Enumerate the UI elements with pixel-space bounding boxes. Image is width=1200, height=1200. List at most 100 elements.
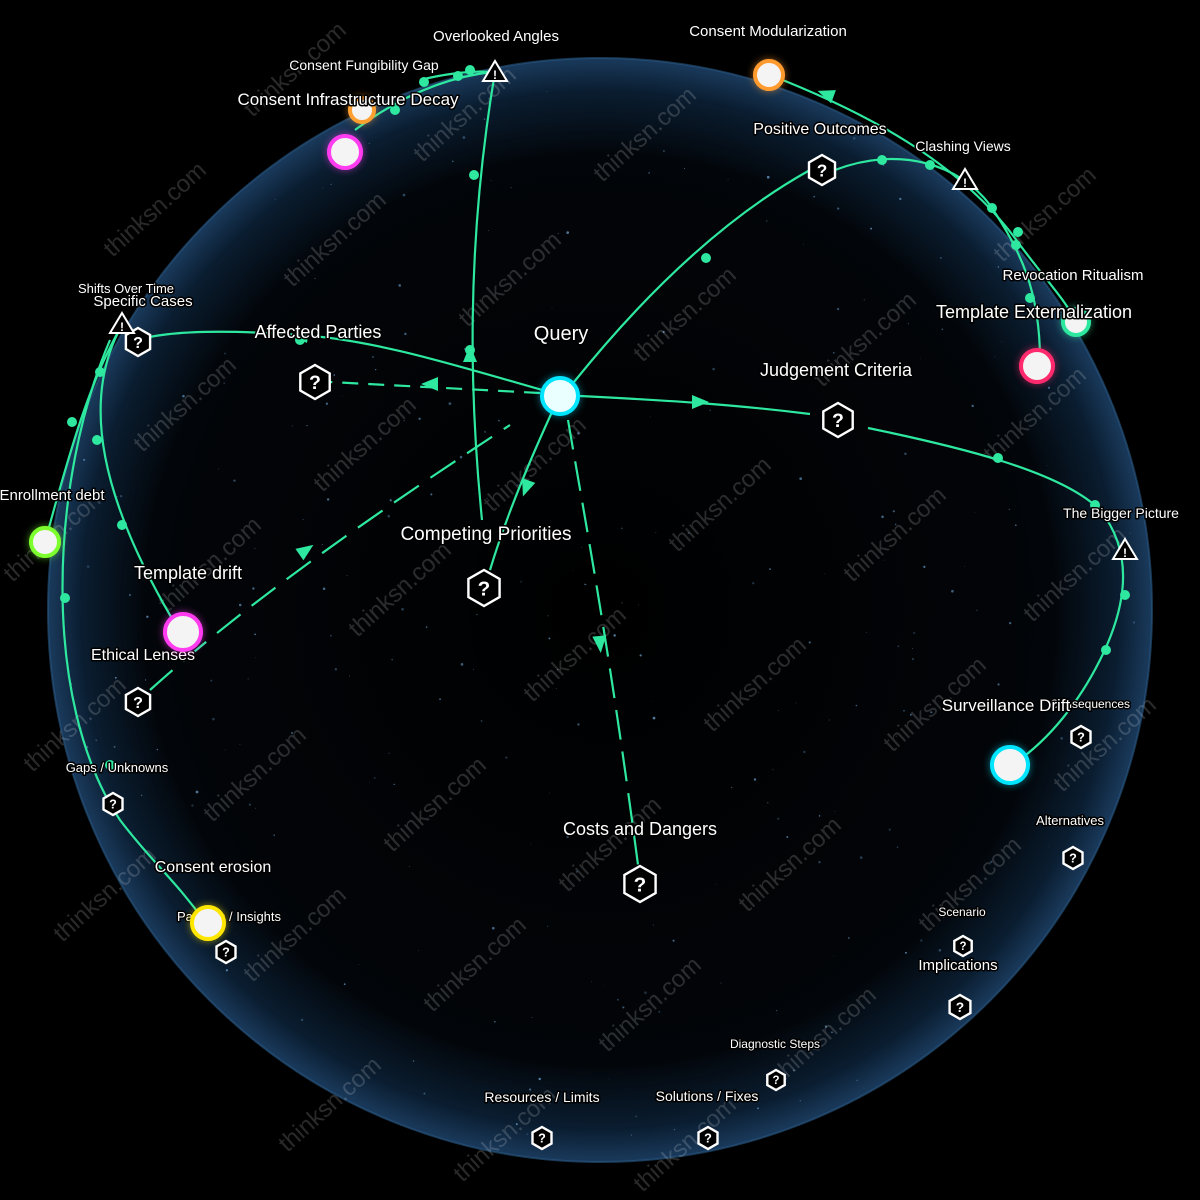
edge-dot bbox=[701, 253, 711, 263]
question-hex-icon bbox=[102, 791, 124, 817]
warning-triangle-icon bbox=[1111, 537, 1139, 560]
edge-dot bbox=[117, 520, 127, 530]
sphere-rim bbox=[47, 57, 1153, 1163]
star-field bbox=[69, 91, 1135, 1136]
concept-node-c-modular[interactable]: Consent Modularization bbox=[688, 22, 848, 91]
concept-node-c-surveillance[interactable]: Surveillance Drift bbox=[940, 695, 1072, 785]
question-hex-icon bbox=[215, 939, 237, 965]
question-hex-icon bbox=[299, 363, 331, 401]
warning-node-clashing[interactable]: !Clashing Views bbox=[914, 137, 1012, 190]
concept-circle[interactable] bbox=[29, 526, 61, 558]
question-hex-icon bbox=[807, 153, 837, 187]
concept-node-c-fungibility[interactable]: Consent Fungibility Gap bbox=[288, 56, 441, 75]
category-node-diagnostic[interactable]: ?Diagnostic Steps bbox=[728, 1036, 822, 1092]
concept-circle[interactable] bbox=[753, 59, 785, 91]
question-mark-glyph: ? bbox=[704, 1132, 712, 1146]
edge-dot bbox=[453, 71, 463, 81]
category-node-alternatives[interactable]: ?Alternatives bbox=[1035, 812, 1106, 871]
question-hex-icon bbox=[822, 401, 854, 439]
category-node-competing[interactable]: ?Competing Priorities bbox=[399, 523, 573, 608]
category-node-affected[interactable]: ?Affected Parties bbox=[253, 321, 383, 401]
edge-arrow bbox=[592, 635, 607, 653]
edge-shifts-enrollment bbox=[43, 324, 123, 543]
edge-arrow bbox=[817, 90, 836, 104]
category-label: Consequences bbox=[1050, 697, 1130, 711]
edge-dot bbox=[469, 170, 479, 180]
question-hex-icon bbox=[766, 1068, 786, 1092]
concept-node-c-infra-pink[interactable] bbox=[327, 134, 363, 170]
concept-node-c-infra[interactable]: Consent Infrastructure Decay bbox=[236, 89, 461, 124]
hub-node[interactable]: Query bbox=[532, 322, 590, 416]
question-hex-icon bbox=[953, 934, 973, 958]
category-node-gaps[interactable]: ?Gaps / Unknowns bbox=[64, 759, 170, 817]
edge-dot bbox=[1025, 293, 1035, 303]
edge-competing-overlooked bbox=[471, 71, 497, 521]
concept-label: Consent Modularization bbox=[689, 23, 847, 40]
category-label: Specific Cases bbox=[93, 293, 192, 310]
concept-circle[interactable] bbox=[163, 612, 203, 652]
watermark-text: thinksn.com bbox=[988, 162, 1101, 268]
category-node-specific[interactable]: ?Specific Cases bbox=[92, 292, 194, 358]
concept-circle[interactable] bbox=[348, 96, 376, 124]
edge-dot bbox=[1120, 590, 1130, 600]
question-mark-glyph: ? bbox=[1077, 731, 1085, 745]
question-hex-icon bbox=[124, 686, 152, 718]
category-node-scenario[interactable]: ?Scenario bbox=[937, 904, 988, 958]
concept-label: Surveillance Drift bbox=[942, 696, 1071, 715]
question-hex-icon bbox=[531, 1125, 553, 1151]
category-layer[interactable]: ?Affected Parties?Judgement Criteria?Com… bbox=[64, 120, 1132, 1151]
edge-dot bbox=[1011, 240, 1021, 250]
warning-label: Overlooked Angles bbox=[433, 28, 559, 45]
category-node-costs[interactable]: ? Costs and Dangers bbox=[561, 818, 719, 904]
question-hex-icon bbox=[1062, 845, 1084, 871]
exclamation-glyph: ! bbox=[1123, 546, 1127, 560]
category-label: Costs and Dangers bbox=[563, 819, 717, 839]
edge-arrow bbox=[692, 395, 709, 409]
hub-circle[interactable] bbox=[540, 376, 580, 416]
category-node-ethical[interactable]: ?Ethical Lenses bbox=[89, 646, 197, 718]
category-node-resources[interactable]: ?Resources / Limits bbox=[483, 1088, 601, 1151]
concept-circle[interactable] bbox=[327, 134, 363, 170]
question-mark-glyph: ? bbox=[817, 160, 828, 180]
edge-dot bbox=[465, 65, 475, 75]
category-node-positive[interactable]: ? Positive Outcomes bbox=[752, 120, 888, 187]
category-label: Positive Outcomes bbox=[753, 121, 886, 138]
warning-layer[interactable]: !Overlooked Angles!Clashing Views!Shifts… bbox=[76, 27, 1181, 560]
category-node-solutions[interactable]: ? Solutions / Fixes bbox=[654, 1087, 760, 1151]
category-node-judgement[interactable]: ?Judgement Criteria bbox=[758, 359, 915, 439]
category-node-implications[interactable]: ?Implications bbox=[917, 956, 999, 1021]
edge-dot bbox=[92, 435, 102, 445]
edge-dot bbox=[419, 77, 429, 87]
question-mark-glyph: ? bbox=[634, 874, 647, 897]
concept-label: Template Externalization bbox=[936, 302, 1132, 322]
edge-modular-revocation bbox=[769, 73, 1076, 321]
concept-node-c-revocation[interactable]: Revocation Ritualism bbox=[1001, 266, 1145, 337]
concept-node-c-erosion[interactable]: Consent erosion bbox=[153, 858, 273, 941]
concept-node-c-enrollment[interactable]: Enrollment debt bbox=[0, 486, 107, 558]
warning-node-bigger[interactable]: ! The Bigger Picture bbox=[1062, 504, 1181, 560]
concept-circle[interactable] bbox=[190, 905, 226, 941]
edge-dot bbox=[877, 155, 887, 165]
concept-node-c-template-drift[interactable]: Template drift bbox=[132, 562, 244, 652]
warning-node-shifts[interactable]: !Shifts Over Time bbox=[76, 280, 176, 334]
concept-circle[interactable] bbox=[990, 745, 1030, 785]
concept-node-c-template-ext[interactable]: Template Externalization bbox=[934, 301, 1134, 384]
category-label: Solutions / Fixes bbox=[656, 1088, 759, 1104]
warning-label: Clashing Views bbox=[915, 138, 1010, 154]
edge-dot bbox=[60, 593, 70, 603]
warning-node-overlooked[interactable]: !Overlooked Angles bbox=[432, 27, 560, 82]
category-label: Competing Priorities bbox=[400, 524, 571, 545]
concept-label: Consent Infrastructure Decay bbox=[237, 90, 459, 109]
category-label: Ethical Lenses bbox=[91, 647, 195, 664]
question-mark-glyph: ? bbox=[222, 946, 230, 960]
concept-label: Consent erosion bbox=[155, 859, 272, 876]
concept-circle[interactable] bbox=[1019, 348, 1055, 384]
edge-ethical-query-dashed bbox=[149, 424, 511, 691]
concept-circle[interactable] bbox=[1061, 307, 1091, 337]
category-label: Gaps / Unknowns bbox=[66, 760, 169, 775]
edge-dot bbox=[1013, 227, 1023, 237]
warning-label: The Bigger Picture bbox=[1063, 505, 1179, 521]
category-node-consequences[interactable]: ? Consequences bbox=[1048, 696, 1132, 750]
